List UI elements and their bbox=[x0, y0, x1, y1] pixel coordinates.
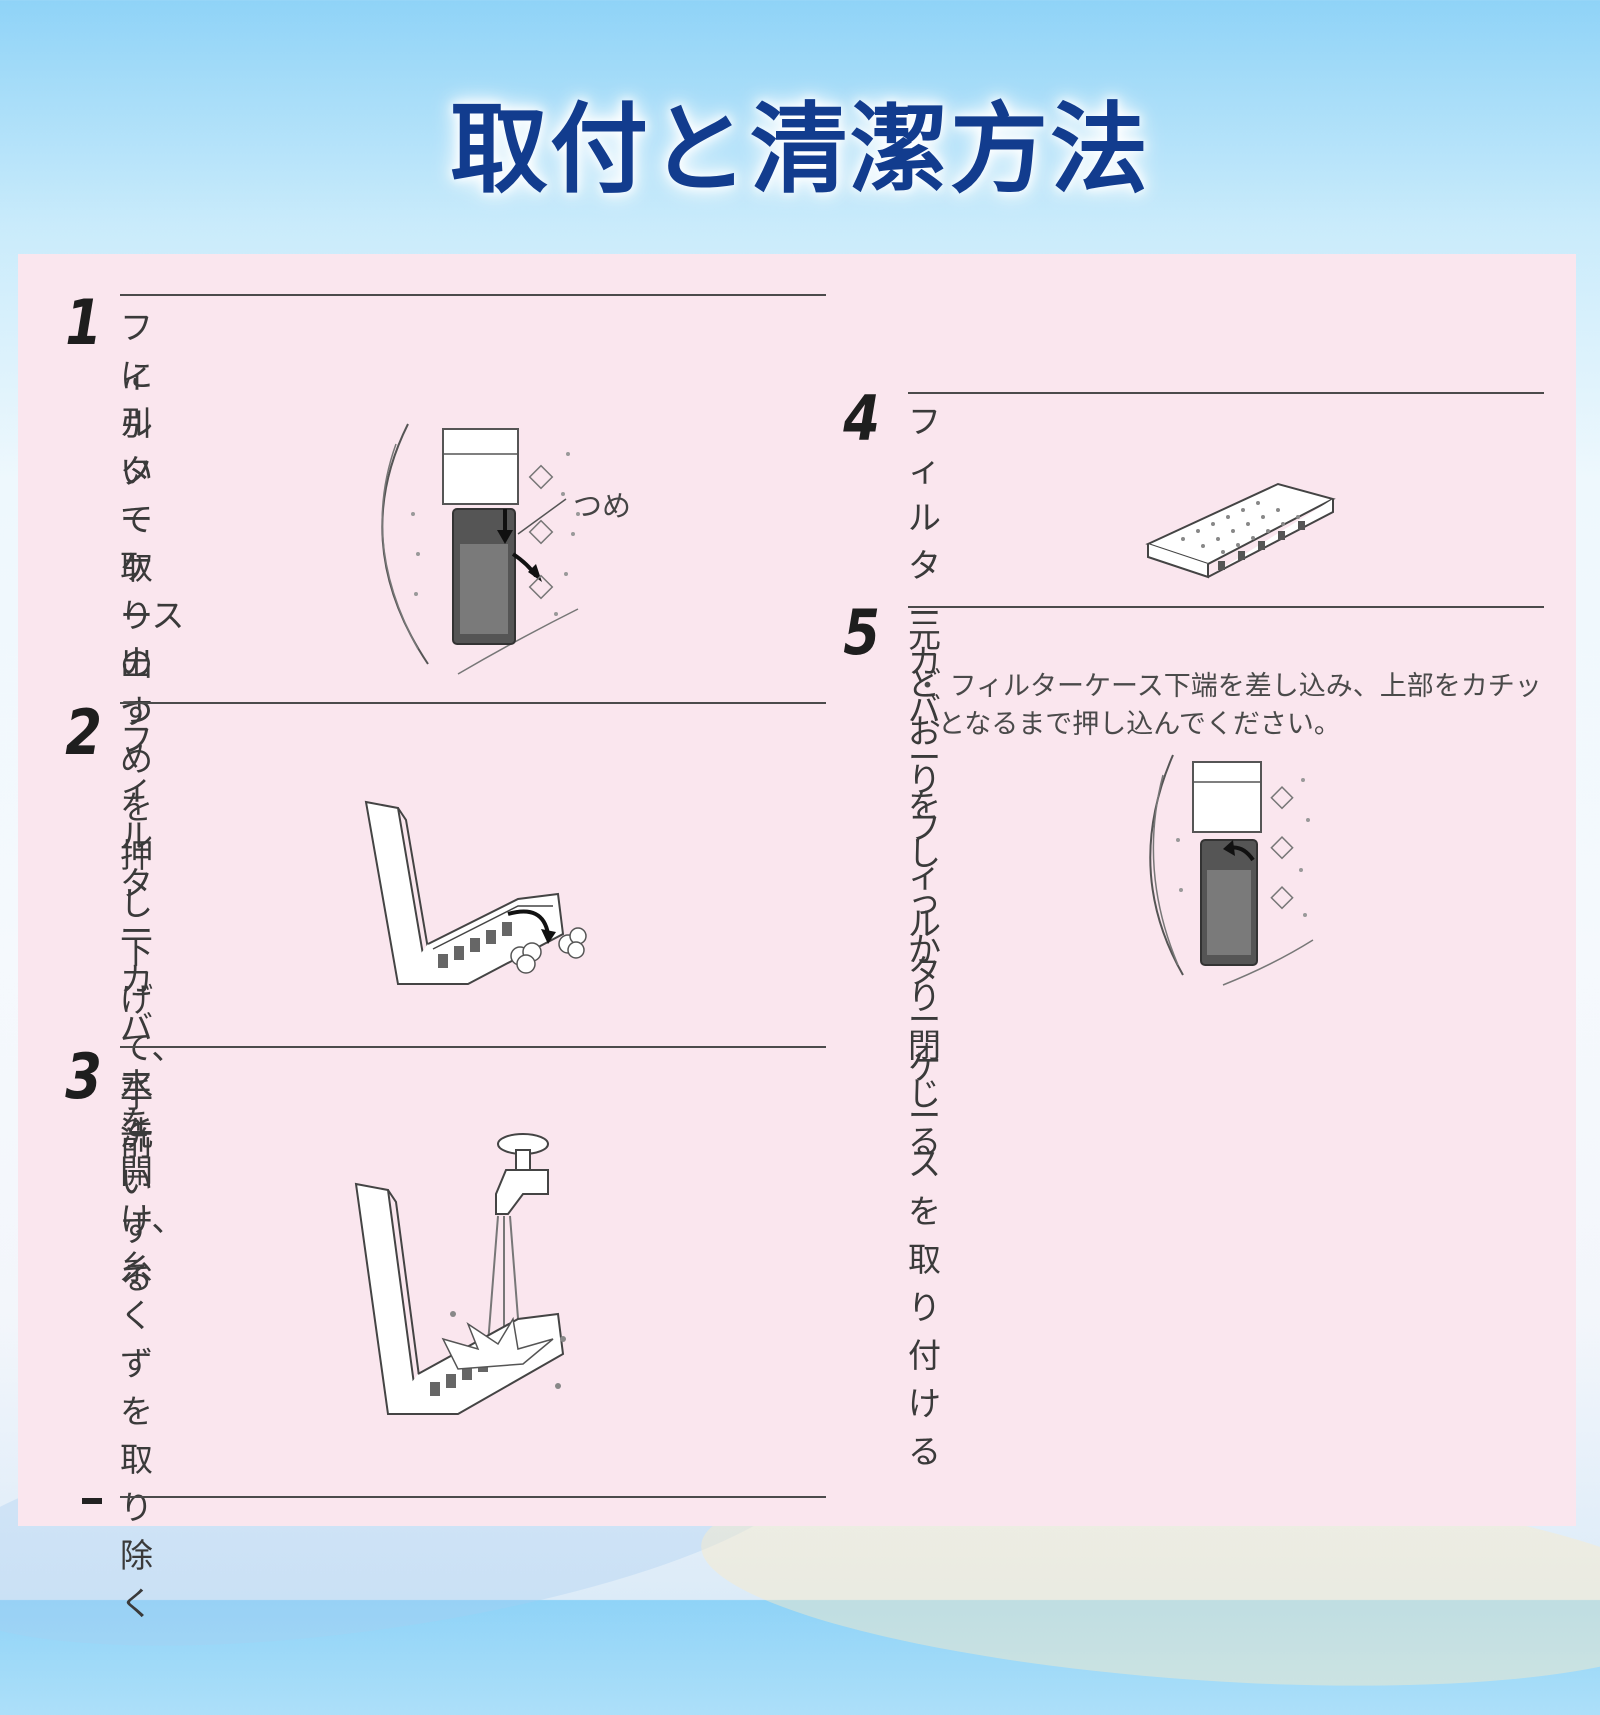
instruction-panel: 1 フィルターケースのつめを押し下げて、手前 に引いて取り出す つめ 2 フィ bbox=[18, 254, 1576, 1623]
step-divider bbox=[120, 1046, 826, 1048]
step-note: となるまで押し込んでください。 bbox=[938, 709, 1341, 740]
step-divider bbox=[120, 294, 826, 296]
step-text: に引いて取り出す bbox=[120, 356, 153, 731]
step-divider bbox=[908, 392, 1544, 394]
washing-illustration bbox=[354, 1133, 566, 1415]
filter-removal-illustration bbox=[381, 423, 580, 675]
step-text: フィルターケースのつめを押し下げて、手前 bbox=[120, 308, 185, 1163]
filter-cover-closed-illustration bbox=[1145, 482, 1336, 579]
step-number: 4 bbox=[843, 382, 880, 455]
step-text: 元どおりフィルターケースを取り付ける bbox=[908, 616, 941, 1471]
filter-install-illustration bbox=[1149, 754, 1314, 986]
step-number-cropped bbox=[82, 1498, 102, 1504]
step-divider bbox=[120, 702, 826, 704]
step-number: 3 bbox=[65, 1040, 102, 1113]
callout-label: つめ bbox=[573, 489, 632, 523]
page-title: 取付と清潔方法 bbox=[449, 92, 1150, 207]
filter-cover-open-illustration bbox=[364, 800, 587, 985]
step-number: 1 bbox=[65, 286, 102, 359]
step-number: 5 bbox=[843, 596, 880, 669]
step-text: 水洗いする bbox=[120, 1066, 153, 1297]
step-number: 2 bbox=[65, 696, 102, 769]
step-note: ・ フィルターケース下端を差し込み、上部をカチッ bbox=[914, 671, 1542, 702]
step-divider bbox=[120, 1496, 826, 1498]
step-divider bbox=[908, 606, 1544, 608]
step-text: フィルターカバーをしっかり閉じる bbox=[908, 402, 941, 1161]
